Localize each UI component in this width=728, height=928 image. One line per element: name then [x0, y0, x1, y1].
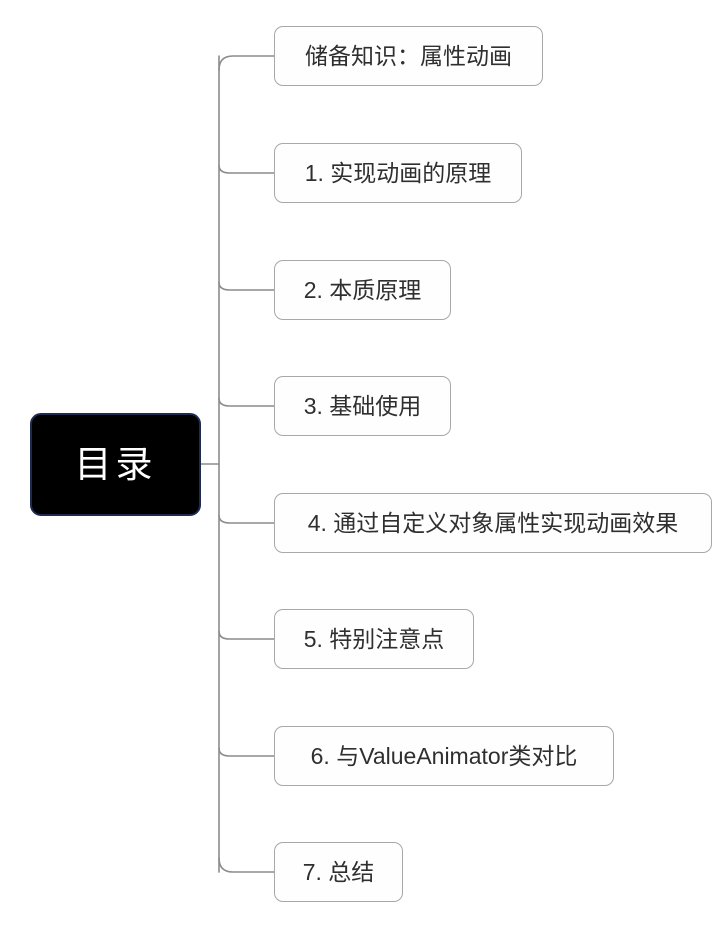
root-node[interactable]: 目录: [30, 413, 201, 516]
branch-node[interactable]: 2. 本质原理: [274, 260, 451, 320]
connector-branch: [218, 281, 275, 291]
connector-branch: [218, 747, 275, 757]
branch-node-label: 7. 总结: [302, 858, 375, 885]
connector-branch: [218, 55, 275, 71]
connector-branch: [218, 857, 275, 873]
branch-node-label: 6. 与ValueAnimator类对比: [310, 742, 578, 769]
connector-branch: [218, 164, 275, 174]
branch-node[interactable]: 3. 基础使用: [274, 376, 451, 436]
connector-branch: [218, 397, 275, 407]
branch-node[interactable]: 6. 与ValueAnimator类对比: [274, 726, 614, 786]
branch-node-label: 5. 特别注意点: [303, 625, 445, 652]
branch-node[interactable]: 5. 特别注意点: [274, 609, 474, 669]
branch-node-label: 1. 实现动画的原理: [304, 159, 492, 186]
root-node-label: 目录: [74, 444, 157, 485]
branch-node[interactable]: 1. 实现动画的原理: [274, 143, 522, 203]
branch-node-label: 3. 基础使用: [303, 392, 422, 419]
branch-node-label: 2. 本质原理: [303, 276, 422, 303]
branch-node-label: 4. 通过自定义对象属性实现动画效果: [307, 509, 679, 536]
connector-branch: [218, 514, 275, 524]
branch-node[interactable]: 4. 通过自定义对象属性实现动画效果: [274, 493, 712, 553]
branch-node-label: 储备知识：属性动画: [305, 42, 512, 69]
connector-branch: [218, 630, 275, 640]
branch-node[interactable]: 储备知识：属性动画: [274, 26, 543, 86]
branch-node[interactable]: 7. 总结: [274, 842, 403, 902]
